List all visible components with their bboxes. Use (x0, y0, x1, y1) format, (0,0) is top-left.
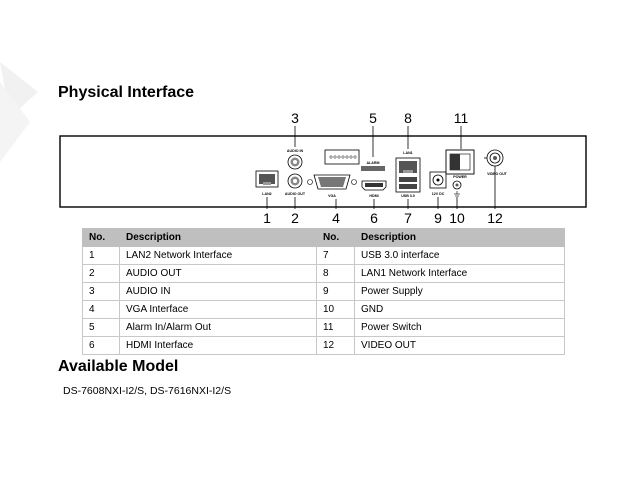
svg-text:LAN2: LAN2 (262, 192, 271, 196)
cell-no: 5 (82, 318, 120, 337)
callout-8: 8 (404, 110, 412, 126)
svg-text:VIDEO OUT: VIDEO OUT (487, 172, 508, 176)
alarm-terminal-icon: ALARM (324, 149, 385, 171)
cell-no: 12 (316, 336, 355, 355)
cell-description: VGA Interface (119, 300, 317, 319)
callout-1: 1 (263, 210, 271, 226)
callout-7: 7 (404, 210, 412, 226)
cell-description: USB 3.0 interface (354, 246, 565, 265)
table-row: 5 Alarm In/Alarm Out 11 Power Switch (82, 318, 565, 337)
cell-no: 7 (316, 246, 355, 265)
interface-table: No. Description No. Description 1 LAN2 N… (82, 228, 565, 355)
power-supply-port-icon: 12V DC (429, 171, 447, 196)
callout-9: 9 (434, 210, 442, 226)
svg-text:USB 3.0: USB 3.0 (401, 194, 415, 198)
cell-no: 9 (316, 282, 355, 301)
audio-out-port-icon: AUDIO OUT (285, 173, 306, 196)
cell-description: Power Supply (354, 282, 565, 301)
cell-description: LAN1 Network Interface (354, 264, 565, 283)
model-list: DS-7608NXI-I2/S, DS-7616NXI-I2/S (63, 385, 232, 397)
cell-no: 2 (82, 264, 120, 283)
table-row: 3 AUDIO IN 9 Power Supply (82, 282, 565, 301)
svg-text:AUDIO IN: AUDIO IN (287, 149, 304, 153)
cell-description: HDMI Interface (119, 336, 317, 355)
table-header-row: No. Description No. Description (82, 228, 565, 247)
cell-description: Alarm In/Alarm Out (119, 318, 317, 337)
svg-text:POWER: POWER (453, 175, 467, 179)
header-description-right: Description (354, 228, 565, 247)
cell-description: AUDIO OUT (119, 264, 317, 283)
device-rear-panel-diagram: 3 5 8 11 LAN2 AUDIO IN AUDIO OUT VGA (59, 110, 587, 226)
video-out-port-icon: VIDEO OUT (484, 149, 508, 176)
vga-port-icon: VGA (307, 174, 357, 198)
cell-no: 1 (82, 246, 120, 265)
header-description-left: Description (119, 228, 317, 247)
svg-text:12V DC: 12V DC (432, 192, 445, 196)
cell-no: 11 (316, 318, 355, 337)
callout-6: 6 (370, 210, 378, 226)
callout-3: 3 (291, 110, 299, 126)
callout-11: 11 (454, 110, 469, 126)
hdmi-port-icon: HDMI (361, 180, 387, 198)
svg-text:LAN1: LAN1 (403, 151, 412, 155)
table-row: 1 LAN2 Network Interface 7 USB 3.0 inter… (82, 246, 565, 265)
cell-description: LAN2 Network Interface (119, 246, 317, 265)
table-row: 6 HDMI Interface 12 VIDEO OUT (82, 336, 565, 355)
cell-description: AUDIO IN (119, 282, 317, 301)
callout-2: 2 (291, 210, 299, 226)
callout-5: 5 (369, 110, 377, 126)
cell-no: 3 (82, 282, 120, 301)
table-row: 2 AUDIO OUT 8 LAN1 Network Interface (82, 264, 565, 283)
cell-description: VIDEO OUT (354, 336, 565, 355)
section-title-physical-interface: Physical Interface (58, 84, 195, 101)
svg-text:AUDIO OUT: AUDIO OUT (285, 192, 306, 196)
table-row: 4 VGA Interface 10 GND (82, 300, 565, 319)
watermark-logo (0, 62, 38, 162)
power-switch-icon: POWER (445, 149, 475, 179)
callout-12: 12 (487, 210, 503, 226)
svg-text:VGA: VGA (328, 194, 336, 198)
lan1-usb-port-icon: LAN1 USB 3.0 (395, 151, 421, 198)
cell-description: GND (354, 300, 565, 319)
audio-in-port-icon: AUDIO IN (287, 149, 304, 170)
cell-no: 10 (316, 300, 355, 319)
cell-description: Power Switch (354, 318, 565, 337)
header-no-right: No. (316, 228, 355, 247)
section-title-available-model: Available Model (58, 358, 179, 375)
callout-4: 4 (332, 210, 340, 226)
chassis-outline (59, 135, 587, 208)
gnd-terminal-icon (452, 180, 462, 197)
cell-no: 4 (82, 300, 120, 319)
svg-text:HDMI: HDMI (369, 194, 378, 198)
lan2-port-icon: LAN2 (255, 170, 279, 196)
svg-text:ALARM: ALARM (367, 161, 380, 165)
cell-no: 8 (316, 264, 355, 283)
cell-no: 6 (82, 336, 120, 355)
header-no-left: No. (82, 228, 120, 247)
callout-10: 10 (449, 210, 465, 226)
